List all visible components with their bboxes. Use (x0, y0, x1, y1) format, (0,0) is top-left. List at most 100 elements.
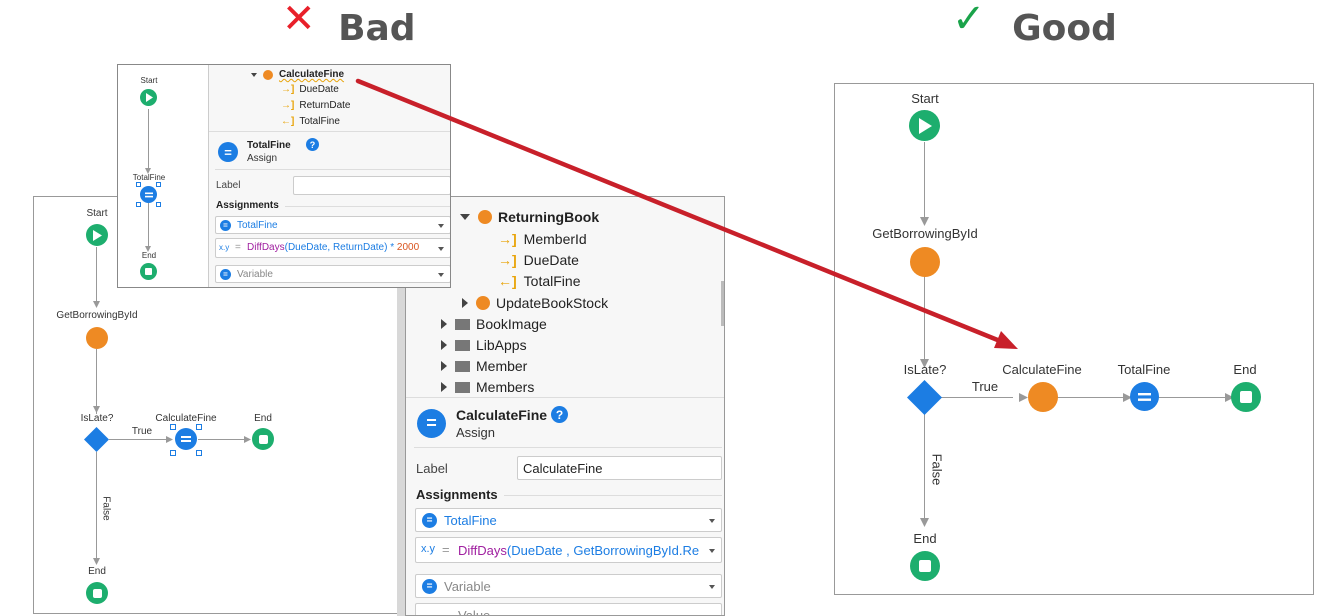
assign-variable-select[interactable]: = TotalFine (415, 508, 722, 532)
tree-folder[interactable]: LibApps (441, 337, 527, 353)
bad-get-label: GetBorrowingById (56, 310, 138, 321)
chevron-down-icon (709, 585, 715, 589)
inset-end-node[interactable] (140, 263, 157, 280)
good-start-label: Start (911, 91, 939, 106)
bad-flow-arrowheads (93, 301, 251, 565)
good-end-right-node[interactable] (1231, 382, 1261, 412)
inset-element-title: TotalFine (247, 140, 291, 151)
bad-end-right-node[interactable] (252, 428, 274, 450)
collapse-icon (441, 382, 447, 392)
new-value-field[interactable]: Value (415, 603, 722, 615)
expand-icon (251, 72, 257, 77)
inset-tree-param[interactable]: →]ReturnDate (281, 100, 351, 111)
good-if-label: IsLate? (903, 362, 947, 377)
stop-icon (1240, 391, 1252, 403)
good-calc-label: CalculateFine (1002, 362, 1082, 377)
element-type: Assign (456, 425, 496, 440)
splitter[interactable] (397, 196, 405, 616)
good-true-label: True (971, 379, 999, 394)
bad-end-bottom-node[interactable] (86, 582, 108, 604)
chevron-down-icon (438, 224, 444, 228)
selection-handle[interactable] (196, 424, 202, 430)
inset-start-label: Start (140, 76, 158, 85)
collapse-icon (441, 361, 447, 371)
inset-tree-root[interactable]: CalculateFine (251, 69, 344, 80)
inset-assign-expression-field[interactable]: x.y = DiffDays(DueDate, ReturnDate) * 20… (215, 238, 450, 258)
assign-expression-field[interactable]: x.y = DiffDays(DueDate , GetBorrowingByI… (415, 537, 722, 563)
stop-icon (258, 434, 268, 444)
good-false-label: False (929, 453, 945, 486)
element-title: CalculateFine (456, 407, 548, 423)
equals-icon (1138, 392, 1151, 401)
help-icon[interactable]: ? (306, 138, 319, 151)
folder-icon (455, 318, 470, 330)
equals-icon (144, 192, 153, 197)
bad-properties-panel: ReturningBook →]MemberId →]DueDate ←]Tot… (405, 196, 725, 616)
selection-handle[interactable] (156, 182, 161, 187)
input-param-icon: →] (498, 231, 517, 247)
help-icon[interactable]: ? (551, 406, 568, 423)
tree-param[interactable]: ←]TotalFine (498, 273, 581, 289)
inset-element-type: Assign (247, 153, 278, 164)
chevron-down-icon (709, 519, 715, 523)
bad-end-right-label: End (254, 413, 272, 424)
good-end-bottom-node[interactable] (910, 551, 940, 581)
good-heading: ✓ Good (952, 0, 1117, 50)
bad-calc-label: CalculateFine (155, 413, 217, 424)
tree-root[interactable]: ReturningBook (460, 209, 599, 225)
tree-action[interactable]: UpdateBookStock (462, 295, 608, 311)
selection-handle[interactable] (156, 202, 161, 207)
assignments-caption: Assignments (416, 487, 498, 502)
tree-scrollbar[interactable] (721, 281, 724, 326)
inset-screenshot: Start TotalFine End CalculateFine →]DueD… (117, 64, 451, 288)
stop-icon (145, 268, 152, 275)
tree-folder[interactable]: Members (441, 379, 534, 395)
good-get-node[interactable] (910, 247, 940, 277)
tree-param[interactable]: →]MemberId (498, 231, 587, 247)
assign-icon: = (220, 269, 231, 280)
expression-args: (DueDate , GetBorrowingById.Re (506, 543, 700, 558)
check-mark-icon: ✓ (952, 0, 986, 42)
good-if-node[interactable] (907, 380, 942, 415)
action-icon (263, 69, 273, 80)
good-calc-node[interactable] (1028, 382, 1058, 412)
inset-tree-param[interactable]: →]DueDate (281, 84, 339, 95)
good-assign-node[interactable] (1130, 382, 1159, 411)
folder-icon (455, 339, 470, 351)
expression-function: DiffDays (458, 543, 507, 558)
output-param-icon: ←] (498, 273, 517, 289)
inset-label-input[interactable] (293, 176, 450, 195)
inset-new-variable-select[interactable]: = Variable (215, 265, 450, 283)
bad-if-node[interactable] (84, 427, 109, 452)
selection-handle[interactable] (170, 450, 176, 456)
selection-handle[interactable] (136, 182, 141, 187)
stop-icon (919, 560, 931, 572)
label-input[interactable]: CalculateFine (517, 456, 722, 480)
inset-properties: CalculateFine →]DueDate →]ReturnDate ←]T… (208, 65, 450, 287)
selection-handle[interactable] (136, 202, 141, 207)
inset-start-node[interactable] (140, 89, 157, 106)
tree-param[interactable]: →]DueDate (498, 252, 579, 268)
inset-tree-param[interactable]: ←]TotalFine (281, 116, 340, 127)
expand-icon (460, 214, 470, 220)
cross-mark-icon: ✕ (282, 0, 316, 42)
bad-calc-node[interactable] (175, 428, 197, 450)
selection-handle[interactable] (196, 450, 202, 456)
action-icon (476, 296, 490, 310)
inset-expression-function: DiffDays (247, 242, 285, 253)
inset-assign-variable-select[interactable]: = TotalFine (215, 216, 450, 234)
selection-handle[interactable] (170, 424, 176, 430)
input-param-icon: →] (498, 252, 517, 268)
tree-folder[interactable]: BookImage (441, 316, 547, 332)
tree-folder[interactable]: Member (441, 358, 527, 374)
bad-start-node[interactable] (86, 224, 108, 246)
inset-assign-node[interactable] (140, 186, 157, 203)
chevron-down-icon (438, 273, 444, 277)
new-variable-select[interactable]: = Variable (415, 574, 722, 598)
assign-icon: = (220, 220, 231, 231)
good-start-node[interactable] (909, 110, 940, 141)
bad-false-label: False (100, 496, 112, 521)
play-icon (145, 93, 153, 102)
stop-icon (92, 588, 102, 598)
bad-get-node[interactable] (86, 327, 108, 349)
